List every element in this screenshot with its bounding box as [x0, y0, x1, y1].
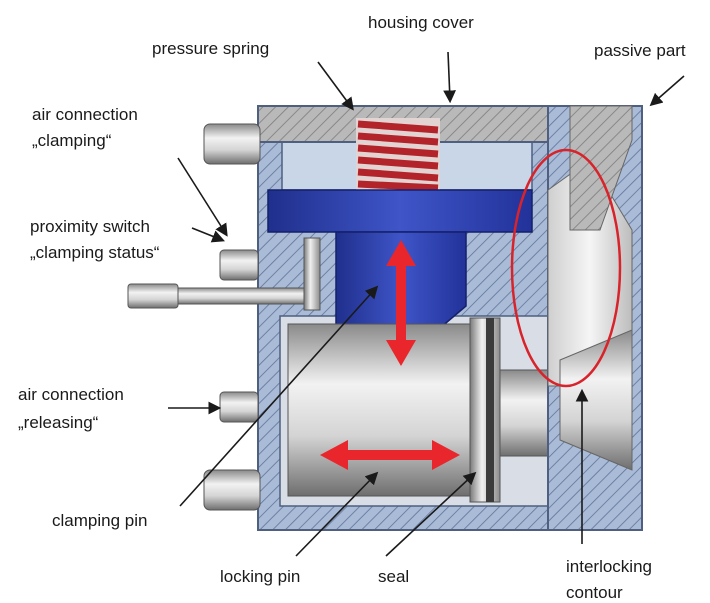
label-seal: seal: [378, 567, 409, 586]
label-passive-part: passive part: [594, 41, 686, 60]
label-air-releasing-1: air connection: [18, 385, 124, 404]
horizontal-motion-arrow: [320, 440, 460, 470]
label-pressure-spring: pressure spring: [152, 39, 269, 58]
label-interlocking-2: contour: [566, 583, 623, 602]
label-air-clamping-1: air connection: [32, 105, 138, 124]
piston-plate: [267, 189, 533, 233]
label-air-clamping-2: „clamping“: [32, 131, 112, 150]
leader-proximity-switch: [191, 227, 225, 243]
label-proximity-switch-2: „clamping status“: [30, 243, 160, 262]
label-proximity-switch-1: proximity switch: [30, 217, 150, 236]
leader-air-clamping: [177, 157, 228, 237]
air-connection-releasing-fitting: [219, 391, 259, 423]
proximity-switch: [127, 237, 321, 311]
seal: [486, 318, 494, 502]
label-clamping-pin: clamping pin: [52, 511, 147, 530]
leader-passive-part: [649, 75, 685, 107]
air-connection-clamping-fitting: [219, 249, 259, 281]
label-locking-pin: locking pin: [220, 567, 300, 586]
leader-clamping-pin: [179, 285, 379, 507]
leader-locking-pin: [295, 471, 379, 557]
interlocking-highlight-ellipse: [510, 148, 622, 388]
leader-pressure-spring: [317, 61, 354, 111]
bolt-bottom: [203, 469, 261, 511]
leader-housing-cover: [443, 51, 456, 104]
locking-pin: [287, 317, 551, 503]
pressure-spring: [356, 118, 440, 192]
leader-seal: [385, 471, 477, 557]
label-air-releasing-2: „releasing“: [18, 413, 99, 432]
label-housing-cover: housing cover: [368, 13, 474, 32]
vertical-motion-arrow: [386, 240, 416, 366]
label-interlocking-1: interlocking: [566, 557, 652, 576]
bolt-top: [203, 123, 261, 165]
